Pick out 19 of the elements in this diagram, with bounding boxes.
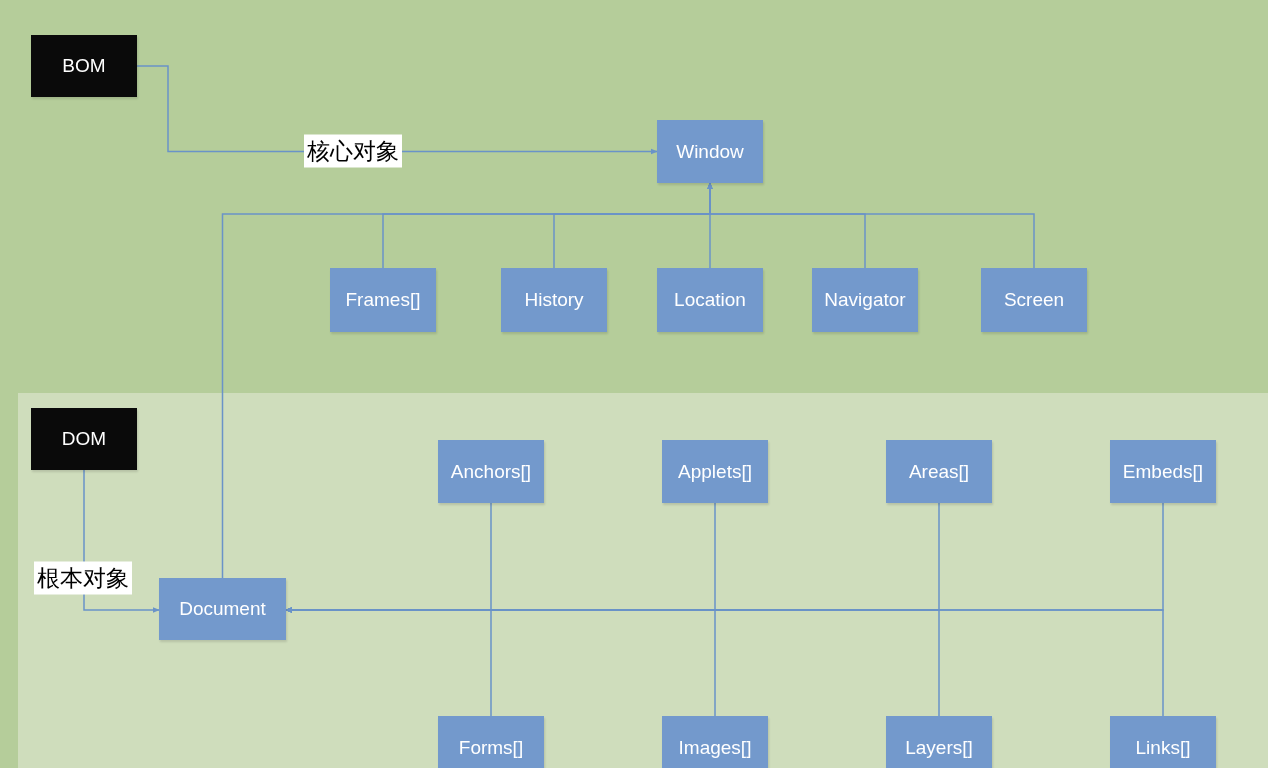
process-box: Layers[] — [886, 716, 992, 768]
process-box: Frames[] — [330, 268, 436, 332]
process-box: Forms[] — [438, 716, 544, 768]
process-box: Screen — [981, 268, 1087, 332]
process-box: Document — [159, 578, 286, 640]
process-box: Links[] — [1110, 716, 1216, 768]
process-box: Embeds[] — [1110, 440, 1216, 503]
edge-label: 核心对象 — [304, 134, 402, 168]
process-box: Location — [657, 268, 763, 332]
process-box: Window — [657, 120, 763, 183]
process-box: Navigator — [812, 268, 918, 332]
process-box: Areas[] — [886, 440, 992, 503]
process-box: History — [501, 268, 607, 332]
process-box: Images[] — [662, 716, 768, 768]
process-box: Applets[] — [662, 440, 768, 503]
process-box: Anchors[] — [438, 440, 544, 503]
process-box: DOM — [31, 408, 137, 470]
edge-label: 根本对象 — [34, 561, 132, 595]
process-box: BOM — [31, 35, 137, 97]
